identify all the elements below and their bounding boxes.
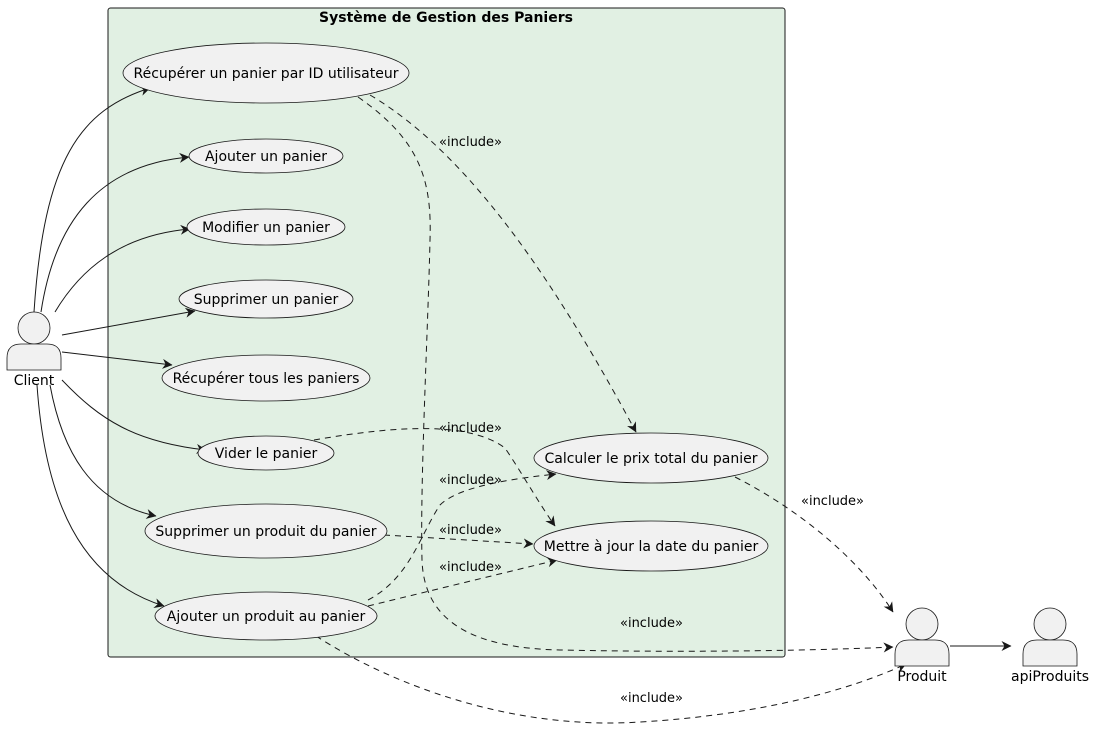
assoc-client-modifier-panier	[54, 224, 191, 313]
include-label: «include»	[439, 523, 502, 538]
actor-head-icon	[17, 311, 51, 345]
usecase-label: Supprimer un panier	[194, 292, 339, 308]
usecase-recuperer-tous[interactable]: Récupérer tous les paniers	[161, 354, 371, 402]
usecase-shape	[186, 208, 346, 246]
assoc-client-recuperer-par-id	[33, 86, 151, 313]
include-recuperer-calculer	[369, 94, 637, 433]
usecase-label: Calculer le prix total du panier	[544, 451, 757, 467]
usecase-shape	[197, 435, 335, 471]
usecase-label: Supprimer un produit du panier	[155, 524, 376, 540]
include-label: «include»	[620, 616, 683, 631]
actor-head-icon	[905, 607, 939, 641]
assoc-client-supprimer-panier	[61, 307, 196, 336]
usecase-shape	[161, 354, 371, 402]
actor-body-icon	[894, 639, 950, 667]
usecase-shape	[533, 432, 769, 484]
usecase-ajouter-produit[interactable]: Ajouter un produit au panier	[154, 591, 378, 641]
usecase-label: Ajouter un produit au panier	[167, 609, 366, 625]
assoc-client-recuperer-tous	[61, 351, 173, 369]
assoc-client-ajouter-produit	[36, 384, 165, 608]
usecase-vider-panier[interactable]: Vider le panier	[197, 435, 335, 471]
include-labels: «include» «include» «include» «include» …	[439, 135, 864, 706]
include-label: «include»	[439, 560, 502, 575]
include-calculer-produit	[734, 476, 894, 613]
include-recuperer-produit	[357, 96, 894, 653]
usecase-shape	[122, 42, 410, 104]
actor-label: Produit	[897, 669, 947, 685]
usecase-ajouter-panier[interactable]: Ajouter un panier	[188, 138, 344, 174]
include-ajouter-produit-calculer	[367, 470, 557, 601]
usecase-shape	[154, 591, 378, 641]
include-label: «include»	[439, 473, 502, 488]
include-supprimer-produit-mettre-a-jour	[383, 534, 534, 549]
actor-produit[interactable]: Produit	[894, 607, 950, 685]
include-label: «include»	[439, 421, 502, 436]
actor-apiproduits[interactable]: apiProduits	[1011, 607, 1089, 685]
usecase-mettre-a-jour-date[interactable]: Mettre à jour la date du panier	[533, 520, 769, 572]
actor-label: apiProduits	[1011, 669, 1089, 685]
usecase-recuperer-par-id[interactable]: Récupérer un panier par ID utilisateur	[122, 42, 410, 104]
usecase-shape	[533, 520, 769, 572]
usecase-shape	[144, 503, 388, 559]
system-title: Système de Gestion des Paniers	[319, 10, 573, 26]
assoc-client-vider-panier	[61, 379, 207, 454]
include-label: «include»	[801, 494, 864, 509]
usecase-modifier-panier[interactable]: Modifier un panier	[186, 208, 346, 246]
client-associations	[33, 86, 1012, 651]
usecase-label: Modifier un panier	[202, 220, 330, 236]
actor-body-icon	[6, 343, 62, 371]
include-vider-mettre-a-jour	[313, 428, 556, 527]
assoc-client-supprimer-produit	[49, 384, 157, 519]
actor-label: Client	[14, 373, 55, 389]
use-cases: Récupérer un panier par ID utilisateur A…	[122, 42, 769, 641]
usecase-shape	[188, 138, 344, 174]
include-label: «include»	[439, 135, 502, 150]
usecase-supprimer-produit[interactable]: Supprimer un produit du panier	[144, 503, 388, 559]
usecase-label: Récupérer tous les paniers	[173, 371, 360, 387]
assoc-client-ajouter-panier	[40, 152, 190, 313]
actor-body-icon	[1022, 639, 1078, 667]
usecase-label: Ajouter un panier	[205, 149, 327, 165]
actor-head-icon	[1033, 607, 1067, 641]
usecase-calculer-prix[interactable]: Calculer le prix total du panier	[533, 432, 769, 484]
usecase-label: Vider le panier	[215, 446, 318, 462]
include-ajouter-produit-produit	[315, 635, 907, 724]
actor-client[interactable]: Client	[6, 311, 62, 389]
usecase-label: Récupérer un panier par ID utilisateur	[134, 66, 399, 82]
usecase-label: Mettre à jour la date du panier	[544, 539, 759, 555]
include-label: «include»	[620, 691, 683, 706]
usecase-supprimer-panier[interactable]: Supprimer un panier	[178, 279, 354, 319]
usecase-shape	[178, 279, 354, 319]
include-relations	[313, 94, 907, 724]
